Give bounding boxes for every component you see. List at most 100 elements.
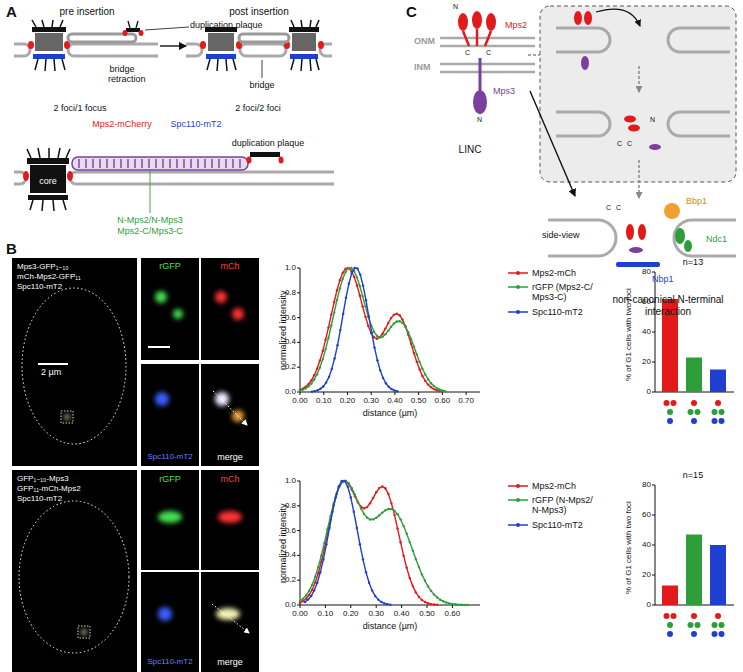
tick-label: 0.0 <box>285 600 296 609</box>
tick-label: 0 <box>647 387 651 396</box>
side-view-model-part <box>675 228 685 244</box>
curve-line <box>312 268 397 392</box>
annotation-label: duplication plaque <box>232 138 305 148</box>
tick-mark <box>297 580 300 581</box>
annotation-label: C <box>465 49 470 57</box>
micrograph-row-1-part <box>215 291 227 303</box>
bar-chart-2-part <box>686 535 702 606</box>
spb-pre-insertion-part <box>33 54 65 59</box>
legend-label: Mps2-mCh <box>532 268 576 278</box>
bridge-rung <box>232 159 233 168</box>
intensity-curve <box>311 267 399 393</box>
chart-axes-part <box>655 485 734 605</box>
spb-bridge-detail-part <box>28 195 68 200</box>
axis-title: distance (µm) <box>363 621 418 631</box>
chart-axes-part <box>655 272 734 392</box>
side-view-model-part <box>616 262 660 267</box>
tick-mark <box>652 545 655 546</box>
tick-mark <box>401 605 402 608</box>
insertion-model-box-part <box>540 6 736 182</box>
bar-chart-2-part <box>671 613 677 619</box>
annotation-label: N-Mps2/N-Mps3 <box>117 215 183 225</box>
tick-mark <box>427 605 428 608</box>
spb-pre-insertion-part <box>145 27 189 30</box>
tick-label: 0.8 <box>285 288 296 297</box>
tick-mark <box>297 481 300 482</box>
channel-label: mCh <box>220 261 239 271</box>
chart-axes-part <box>300 268 480 392</box>
spb-pre-insertion-part <box>28 41 34 49</box>
spb-pre-insertion-part <box>35 33 63 51</box>
flow-arrow <box>160 45 186 46</box>
tick-mark <box>300 392 301 395</box>
spb-bridge-detail-part <box>30 200 66 211</box>
bar-chart-1-part <box>664 400 670 406</box>
insertion-model-box-part <box>556 28 730 52</box>
linc-complex-part <box>458 13 468 31</box>
spb-bridge-detail-part <box>250 152 280 157</box>
legend-marker <box>516 498 520 502</box>
linc-complex-part <box>472 11 482 29</box>
micrograph-row-2-part <box>158 607 172 621</box>
spb-bridge-detail-part <box>72 157 248 170</box>
legend-label: Spc110-mT2 <box>532 307 583 317</box>
legend-sample <box>508 498 528 502</box>
annotation-label: Spc110-mT2 <box>17 282 62 291</box>
spb-pre-insertion-part <box>126 28 140 32</box>
bar-chart-2-part <box>667 622 673 628</box>
tick-mark <box>652 575 655 576</box>
annotation-label: Mps3 <box>493 86 515 96</box>
tick-mark <box>376 605 377 608</box>
spb-bridge-detail-part <box>27 158 69 164</box>
channel-label: Spc110-mT2 <box>147 452 192 461</box>
side-view-model-part <box>684 240 692 252</box>
side-view-model-part <box>629 247 643 253</box>
node-heading: LINC <box>459 144 482 156</box>
annotation-label: C <box>617 140 622 148</box>
spb-bridge-detail <box>14 148 334 213</box>
annotation-label: Spc110-mT2 <box>171 119 222 129</box>
linc-complex-part <box>486 13 496 31</box>
channel-label: rGFP <box>159 261 181 271</box>
annotation-label: bridge retraction <box>108 64 136 85</box>
chart-axes-part <box>300 481 480 605</box>
axis-title: distance (µm) <box>363 408 418 418</box>
tick-mark <box>297 317 300 318</box>
micrograph-row-1-part <box>201 258 259 360</box>
tick-mark <box>323 392 324 395</box>
annotation-label: Spc110-mT2 <box>17 494 62 503</box>
spb-pre-insertion <box>14 20 189 71</box>
tick-label: 0.2 <box>285 575 296 584</box>
legend-marker <box>516 271 520 275</box>
bridge-rung <box>85 159 86 168</box>
micrograph-row-2-part <box>12 470 137 672</box>
spb-post-insertion-part <box>291 20 319 27</box>
tick-label: 1.0 <box>285 476 296 485</box>
bar-chart-2-part <box>712 631 718 637</box>
spb-pre-insertion-part <box>139 30 144 36</box>
insertion-model-box-part <box>584 11 592 25</box>
tick-mark <box>325 605 326 608</box>
illustration-group: pre insertion <box>14 6 160 102</box>
annotation-label: C <box>486 49 491 57</box>
spb-pre-insertion-part <box>32 27 66 32</box>
spb-bridge-detail-part <box>150 171 151 213</box>
insertion-model-box <box>540 6 736 198</box>
tick-label: 0.30 <box>363 396 379 405</box>
insertion-model-box-part <box>649 144 661 150</box>
annotation-label: n=15 <box>683 470 703 480</box>
illustration-group: side-viewnon-canonical N-terminal intera… <box>540 196 738 320</box>
tick-label: 40 <box>642 540 651 549</box>
tick-label: 0.2 <box>285 362 296 371</box>
micrograph-row-1-part <box>148 346 170 348</box>
bridge-rung <box>190 159 191 168</box>
micrograph-row-2 <box>12 470 259 672</box>
tick-mark <box>652 605 655 606</box>
spb-bridge-detail-part <box>247 157 252 164</box>
bridge-rung <box>218 159 219 168</box>
insertion-model-box-part <box>628 125 640 132</box>
curve-line <box>300 268 442 392</box>
tick-label: 0.60 <box>435 396 451 405</box>
micrograph-row-1-part <box>232 308 244 320</box>
bridge-rung <box>176 159 177 168</box>
